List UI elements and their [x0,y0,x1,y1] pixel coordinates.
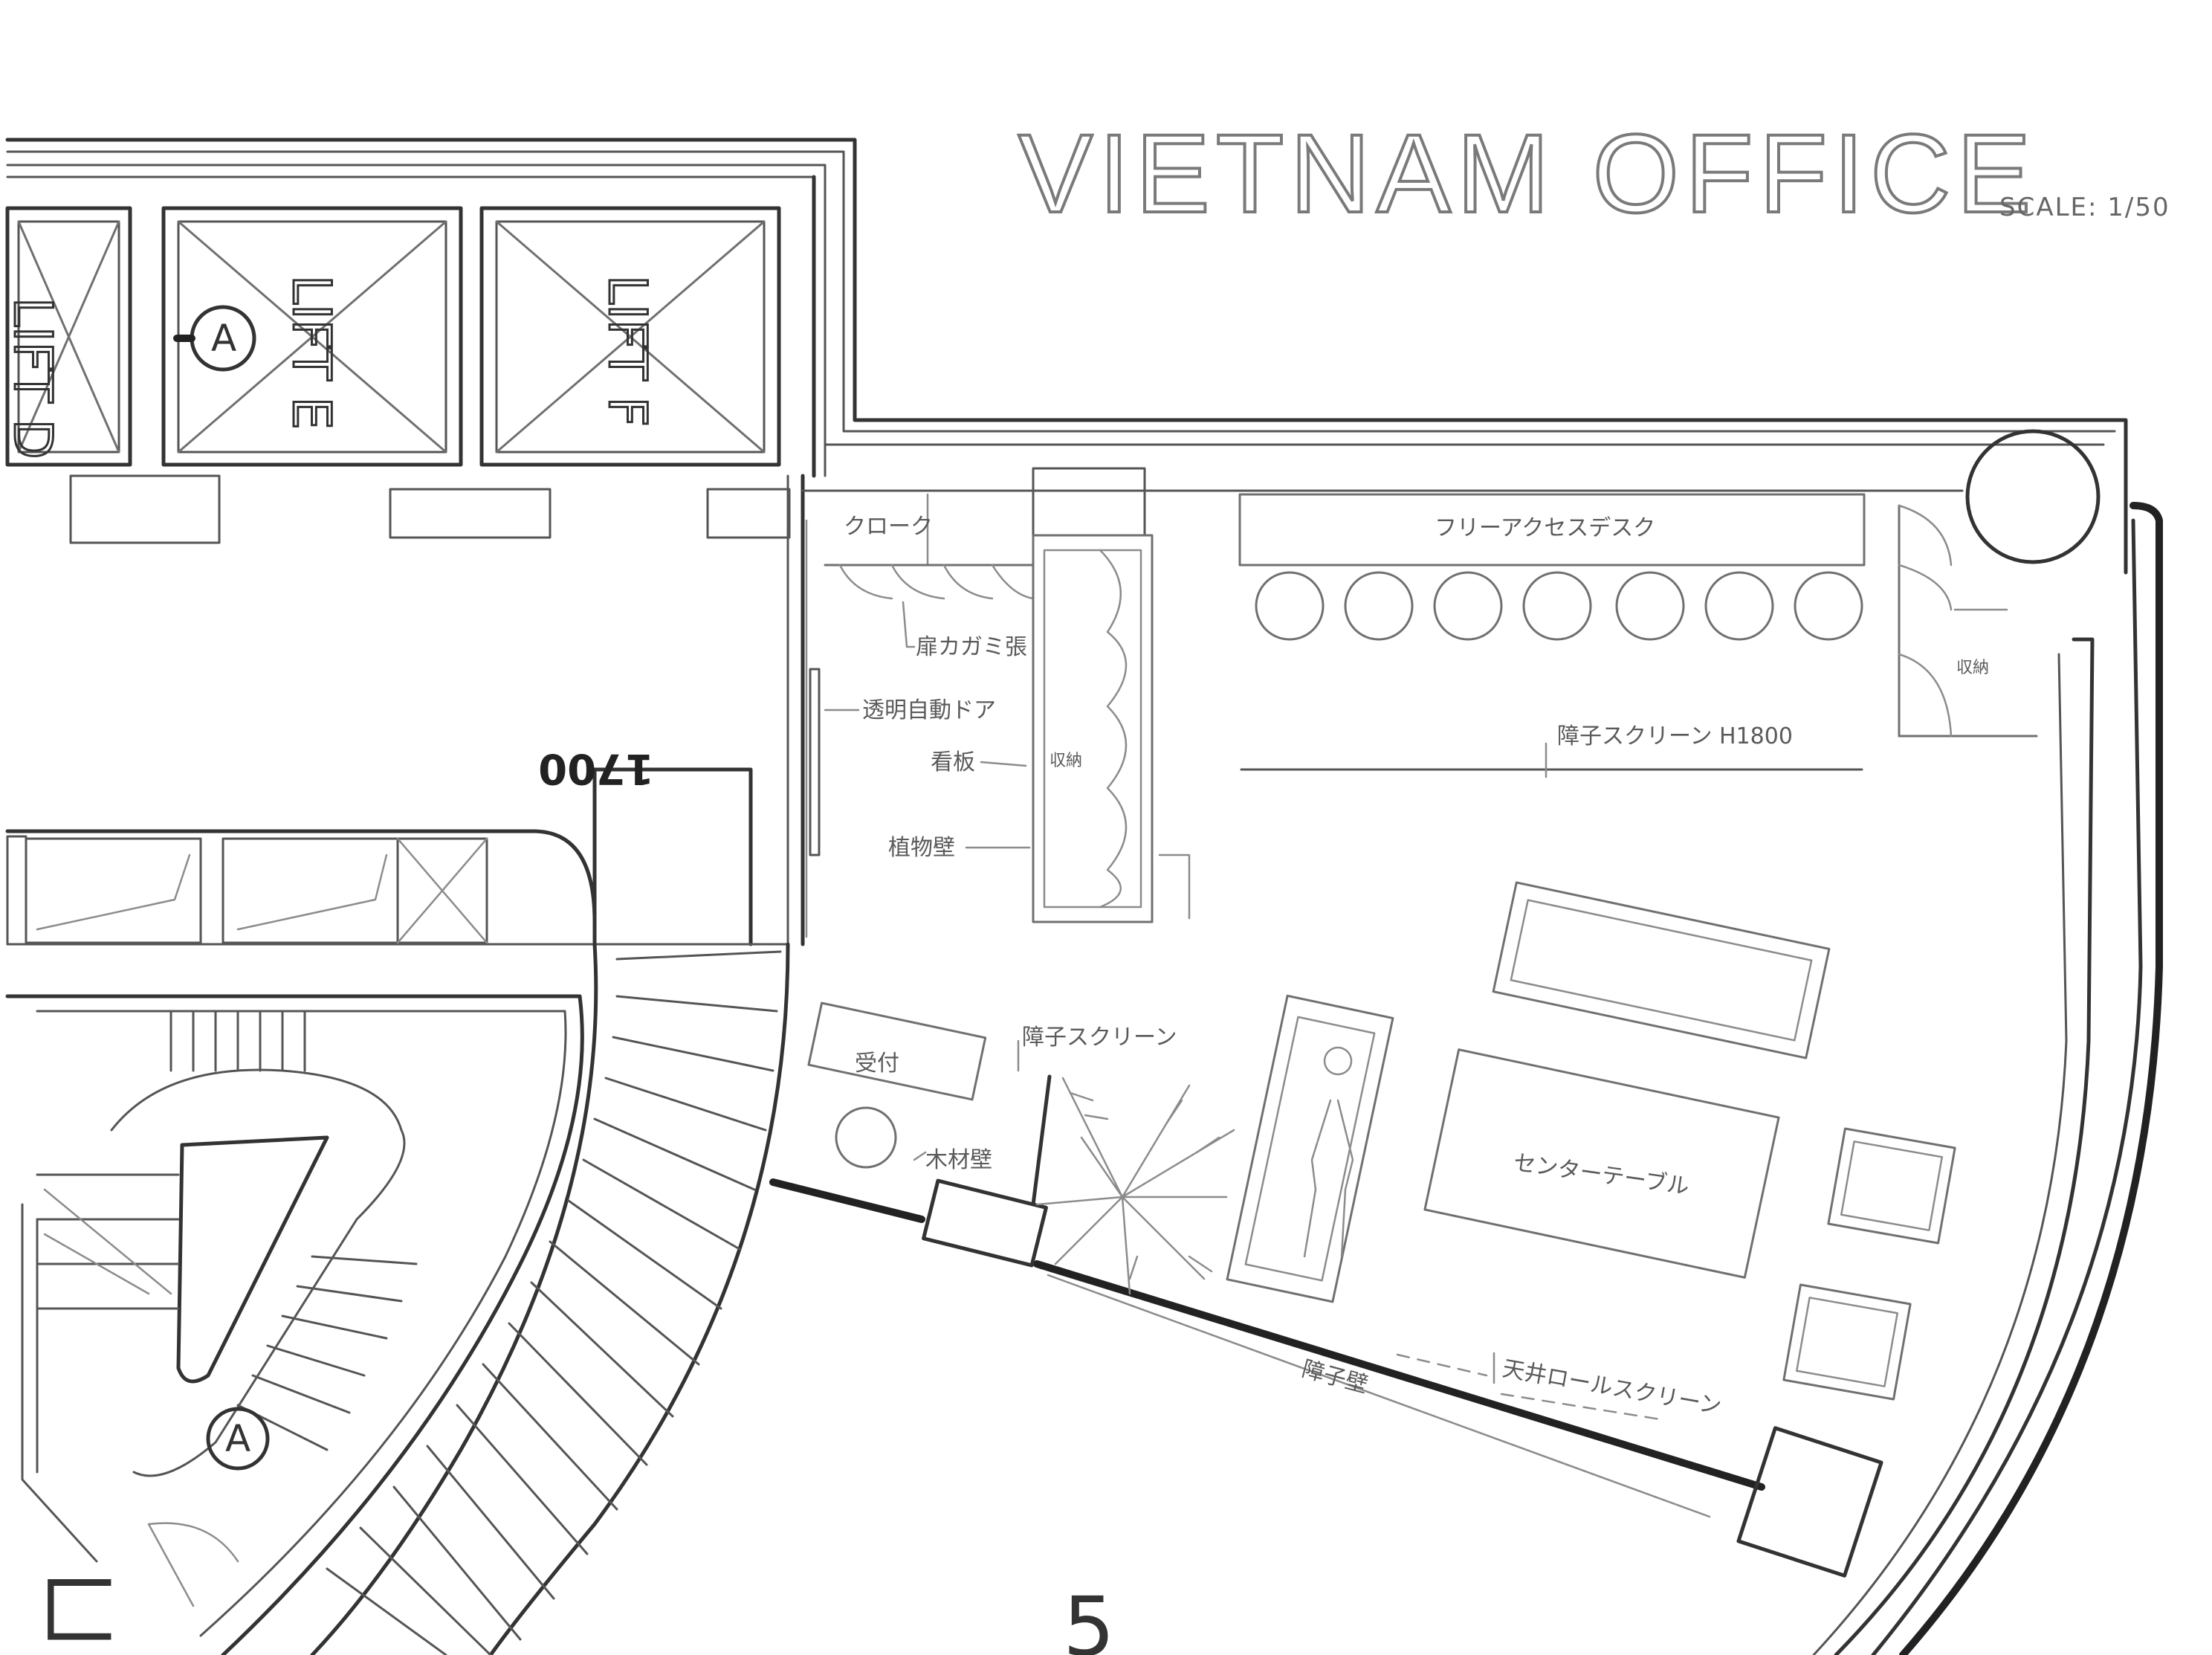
corner-digit: 5 [1063,1579,1115,1655]
shoji-screen-label: 障子スクリーン [1022,1025,1177,1051]
structural-column [1965,429,2101,564]
lift-e-label: LIFT E [281,275,342,430]
shoji-screen-entrance: 障子スクリーン 木材壁 [913,1025,1177,1268]
chair [1522,571,1592,641]
chair [1255,571,1325,641]
column-box [1736,1426,1883,1578]
wood-wall-label: 木材壁 [925,1147,992,1173]
signboard-label: 看板 [931,749,975,775]
lift-d-label: LIFT D [2,297,63,459]
dimension-1700: 1700 [538,744,654,793]
auto-door-label: 透明自動ドア [862,697,996,723]
shoji-screen-h1800: 障子スクリーン H1800 [1240,723,1863,778]
lift-d: LIFT D [1,206,132,467]
display-case [1226,994,1394,1303]
curved-corridor [310,942,790,1655]
scale-label: SCALE: 1/50 [1999,193,2170,222]
right-storage: 収納 [1898,504,2038,738]
free-access-desk-area: フリーアクセスデスク [1238,493,1866,641]
office-walls [769,429,2163,1655]
corner-letter: ㄇ [33,1569,128,1651]
lift-f-label: LIFT F [597,275,658,427]
lift-thresholds [69,467,1146,544]
chair [1344,571,1414,641]
reception-chair [835,1106,897,1169]
reception: 受付 [807,1001,987,1169]
storage-left-label: 収納 [1050,752,1082,770]
palm-plant [1035,1077,1235,1295]
lounge-chair [1827,1127,1956,1245]
door-hinge-label: 扉カガミ張 [916,634,1027,660]
display-platform [1226,994,1394,1303]
cloak-label: クローク [844,514,933,540]
ceiling-roll-screen-label: 天井ロールスクリーン [1501,1355,1724,1419]
entrance-dimension: 透明自動ドア 1700 [538,668,996,946]
screen-h1800-label: 障子スクリーン H1800 [1557,723,1793,749]
chair [1704,571,1774,641]
reception-label: 受付 [855,1051,899,1077]
lift-e: LIFT E A [161,206,463,467]
plant-wall-label: 植物壁 [888,835,955,861]
stairwell: A [5,994,584,1655]
shoji-wall-annotations: 障子壁 天井ロールスクリーン [1047,1274,1724,1518]
side-table-top [1492,881,1831,1059]
free-access-desk [1238,493,1866,567]
plant-wall-block: 収納 看板 植物壁 [888,534,1191,923]
auto-door [809,668,821,856]
free-desk-label: フリーアクセスデスク [1435,515,1655,541]
reception-desk [807,1001,987,1101]
center-table-label: センターテーブル [1512,1149,1691,1200]
chair [1794,571,1863,641]
lift-marker-bottom [206,1407,270,1471]
chair [1433,571,1503,641]
wood-wall-block [922,1178,1048,1268]
center-table-top [1423,1048,1780,1279]
toilets-block [5,829,789,946]
lounge-chairs [1736,1127,1956,1578]
center-table: センターテーブル [1423,1048,1780,1279]
plan-title: VIETNAM OFFICE [1018,111,2037,236]
lift-marker-bottom-letter: A [225,1417,250,1460]
lounge-chair [1782,1283,1912,1401]
cloak-room: クローク 扉カガミ張 [805,493,1035,938]
lift-f: LIFT F [479,206,781,467]
lift-core-walls [5,138,2128,946]
storage-right-label: 収納 [1956,659,1989,677]
chair [1615,571,1685,641]
lift-marker-top-letter: A [211,317,236,360]
